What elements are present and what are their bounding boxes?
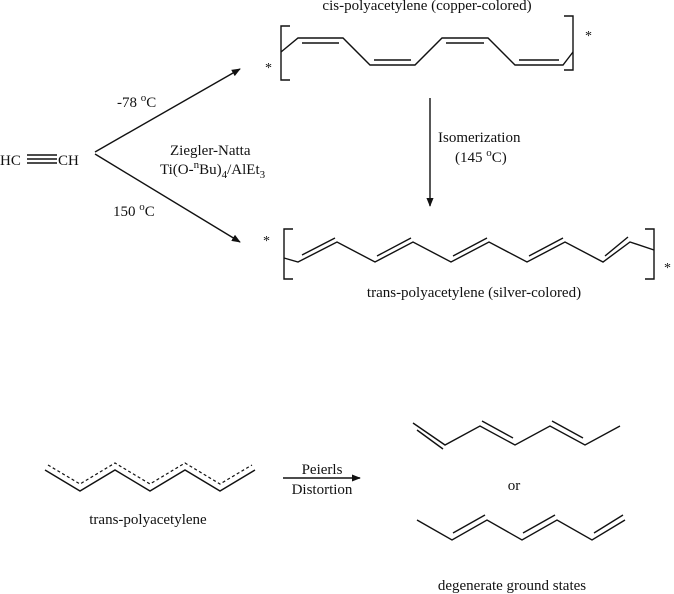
or-label: or [508,478,521,494]
isomerization-label: Isomerization [438,130,521,146]
catalyst-name-label: Ziegler-Natta [170,143,251,159]
trans-right-end-mark: * [664,261,671,276]
cis-right-end-mark: * [585,29,592,44]
delocalized-trans-polyacetylene [45,463,255,491]
trans-left-end-mark: * [263,234,270,249]
catalyst-formula-label: Ti(O-nBu)4/AlEt3 [160,159,266,181]
ground-state-a [413,421,620,449]
isomerization-temp-label: (145 oC) [455,147,507,166]
peierls-arrow-label-line2: Distortion [292,482,353,498]
cis-polyacetylene-structure: * * [265,16,592,80]
ground-state-b [417,515,625,540]
trans-polyacetylene-structure: * * [263,229,671,279]
acetylene-molecule: HC CH [0,153,79,169]
acetylene-hc-label: HC [0,153,21,169]
trans-polyacetylene-label: trans-polyacetylene (silver-colored) [367,285,581,301]
low-temp-label: -78 oC [117,92,156,111]
cis-left-bracket [281,26,290,80]
trans-right-bracket [645,229,654,279]
cis-polyacetylene-label: cis-polyacetylene (copper-colored) [322,0,531,14]
peierls-arrow-label-line1: Peierls [302,462,343,478]
degenerate-states-label: degenerate ground states [438,578,586,594]
triple-bond [27,155,57,163]
peierls-reactant-label: trans-polyacetylene [89,512,207,528]
cis-left-end-mark: * [265,61,272,76]
acetylene-ch-label: CH [58,153,79,169]
high-temp-label: 150 oC [113,201,155,220]
trans-left-bracket [284,229,293,279]
